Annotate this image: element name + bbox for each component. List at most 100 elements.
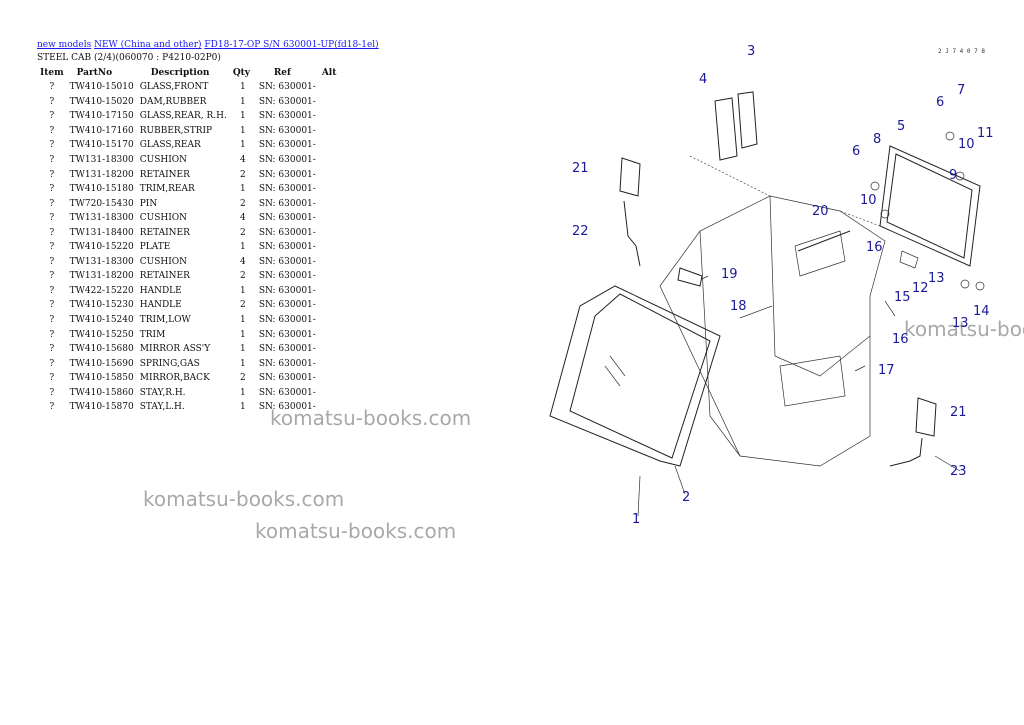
row-qty: 2 bbox=[239, 227, 246, 238]
row-partno: TW410-15870 bbox=[69, 402, 134, 413]
leader-line bbox=[934, 455, 961, 472]
row-qty: 1 bbox=[239, 358, 246, 369]
exploded-diagram: 2 J 7 4 0 7 8 1 2 3 4 5 6 6 7 8 9 10 10 … bbox=[540, 36, 1024, 536]
row-item: ? bbox=[49, 198, 55, 209]
row-qty: 1 bbox=[239, 111, 246, 122]
row-partno: TW131-18200 bbox=[69, 271, 134, 282]
row-description: TRIM,REAR bbox=[139, 184, 195, 195]
row-description: TRIM,LOW bbox=[139, 315, 191, 326]
row-alt bbox=[319, 109, 340, 124]
callout-6: 6 bbox=[936, 95, 944, 110]
row-description: MIRROR,BACK bbox=[139, 373, 210, 384]
callout-18: 18 bbox=[730, 299, 747, 314]
row-item: ? bbox=[49, 329, 55, 340]
callout-22: 22 bbox=[572, 224, 589, 239]
header-partno: PartNo bbox=[76, 68, 113, 78]
callout-1: 1 bbox=[632, 512, 640, 527]
mirror-right bbox=[915, 397, 937, 437]
retainer bbox=[955, 171, 965, 181]
callout-6b: 6 bbox=[852, 144, 860, 159]
row-qty: 2 bbox=[239, 373, 246, 384]
row-partno: TW410-15250 bbox=[69, 329, 134, 340]
row-ref: SN: 630001- bbox=[258, 82, 316, 93]
callout-12: 12 bbox=[912, 281, 929, 296]
row-item: ? bbox=[49, 140, 55, 151]
watermark: komatsu-books.com bbox=[143, 487, 345, 511]
row-description: CUSHION bbox=[139, 213, 188, 224]
row-description: STAY,L.H. bbox=[139, 402, 185, 413]
row-description: PLATE bbox=[139, 242, 171, 253]
row-qty: 2 bbox=[239, 169, 246, 180]
cab-pillar bbox=[699, 230, 741, 457]
row-description: GLASS,REAR bbox=[139, 140, 201, 151]
row-description: RETAINER bbox=[139, 271, 190, 282]
row-partno: TW410-15850 bbox=[69, 373, 134, 384]
row-ref: SN: 630001- bbox=[258, 198, 316, 209]
pin bbox=[884, 300, 896, 317]
row-item: ? bbox=[49, 387, 55, 398]
row-alt bbox=[319, 255, 340, 270]
header-qty: Qty bbox=[232, 68, 251, 78]
row-qty: 1 bbox=[239, 125, 246, 136]
row-description: MIRROR ASS'Y bbox=[139, 344, 211, 355]
mirror-left bbox=[619, 157, 641, 197]
cushion bbox=[870, 181, 880, 191]
callout-3: 3 bbox=[747, 44, 755, 59]
cushion bbox=[880, 209, 890, 219]
diagram-code: 2 J 7 4 0 7 8 bbox=[938, 48, 985, 55]
row-item: ? bbox=[49, 213, 55, 224]
row-partno: TW410-15220 bbox=[69, 242, 134, 253]
parts-table: Item PartNo Description Qty Ref Alt ?TW4… bbox=[37, 66, 339, 415]
header-ref: Ref bbox=[273, 68, 291, 78]
row-partno: TW131-18300 bbox=[69, 155, 134, 165]
front-glass bbox=[549, 285, 721, 467]
handle bbox=[677, 267, 703, 287]
header-description: Description bbox=[150, 68, 210, 78]
header-alt: Alt bbox=[321, 68, 337, 78]
row-ref: SN: 630001- bbox=[258, 402, 316, 413]
watermark: komatsu-books.com bbox=[255, 519, 457, 543]
row-alt bbox=[319, 240, 340, 255]
row-description: HANDLE bbox=[139, 300, 182, 311]
row-ref: SN: 630001- bbox=[258, 329, 316, 340]
row-ref: SN: 630001- bbox=[258, 125, 316, 136]
row-alt bbox=[319, 342, 340, 357]
cab-rear-frame bbox=[794, 230, 846, 277]
stay-left bbox=[623, 200, 641, 267]
row-ref: SN: 630001- bbox=[258, 169, 316, 180]
row-partno: TW410-15860 bbox=[69, 387, 134, 398]
callout-9: 9 bbox=[949, 168, 957, 183]
row-qty: 1 bbox=[239, 242, 246, 253]
row-ref: SN: 630001- bbox=[258, 256, 316, 267]
plate bbox=[899, 250, 919, 269]
row-description: RETAINER bbox=[139, 227, 190, 238]
row-partno: TW131-18400 bbox=[69, 227, 134, 238]
row-partno: TW410-15240 bbox=[69, 315, 134, 326]
callout-4: 4 bbox=[699, 72, 707, 87]
callout-14: 14 bbox=[973, 304, 990, 319]
callout-16b: 16 bbox=[892, 332, 909, 347]
breadcrumb-link-new-models[interactable]: new models bbox=[37, 40, 92, 50]
cab-frame bbox=[769, 195, 871, 377]
callout-21: 21 bbox=[572, 161, 589, 176]
row-partno: TW131-18300 bbox=[69, 256, 134, 267]
breadcrumb-link-region[interactable]: NEW (China and other) bbox=[94, 40, 202, 50]
row-partno: TW410-17150 bbox=[69, 111, 134, 122]
side-glass-right bbox=[737, 91, 758, 149]
row-ref: SN: 630001- bbox=[258, 344, 316, 355]
breadcrumb-link-model[interactable]: FD18-17-OP S/N 630001-UP(fd18-1el) bbox=[204, 40, 379, 50]
retainer bbox=[975, 281, 985, 291]
row-qty: 1 bbox=[239, 82, 246, 93]
row-item: ? bbox=[49, 271, 55, 282]
